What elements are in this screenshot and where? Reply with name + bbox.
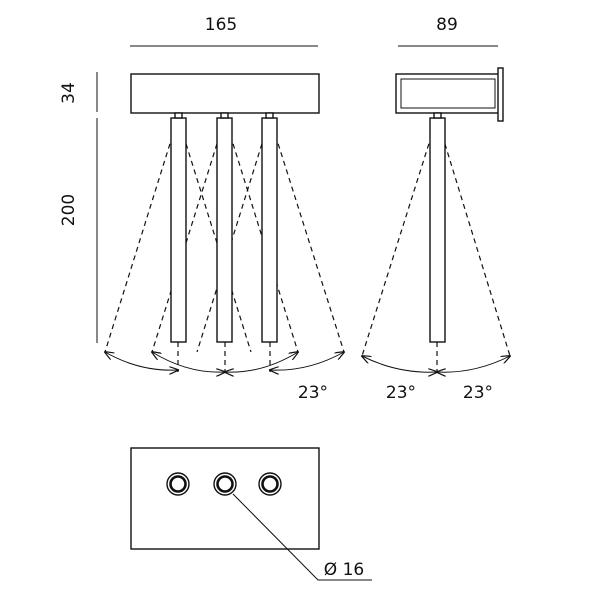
front-rods	[170, 112, 278, 343]
side-angle-arcs	[362, 356, 510, 372]
diameter-label: Ø 16	[324, 560, 364, 580]
width-front-dimension: 165	[130, 15, 318, 47]
front-rod-left	[170, 117, 187, 343]
bottom-canopy	[130, 447, 320, 550]
side-angle-label-right: 23°	[463, 383, 493, 403]
bottom-view: Ø 16	[130, 447, 372, 581]
side-canopy	[395, 67, 504, 122]
canopy-height-dimension: 34	[59, 72, 98, 112]
side-view: 23° 23°	[361, 67, 511, 403]
width-side-dimension: 89	[398, 15, 498, 47]
front-angle-label: 23°	[298, 383, 328, 403]
side-angle-label-left: 23°	[386, 383, 416, 403]
front-canopy	[130, 73, 320, 114]
front-rod-middle	[216, 117, 233, 343]
diameter-leader	[232, 493, 372, 581]
side-beam-cones	[361, 117, 511, 372]
spot-middle	[213, 472, 237, 496]
width-front-label: 165	[205, 15, 237, 35]
front-view: 23°	[104, 73, 345, 403]
front-rod-right	[261, 117, 278, 343]
front-angle-arcs	[105, 352, 344, 372]
front-beam-cones	[104, 117, 345, 372]
width-side-label: 89	[436, 15, 458, 35]
pendant-height-dimension: 200	[59, 118, 98, 343]
spot-left	[166, 472, 190, 496]
canopy-height-label: 34	[59, 82, 79, 104]
side-rod	[429, 117, 446, 343]
pendant-height-label: 200	[59, 194, 79, 226]
spot-right	[258, 472, 282, 496]
